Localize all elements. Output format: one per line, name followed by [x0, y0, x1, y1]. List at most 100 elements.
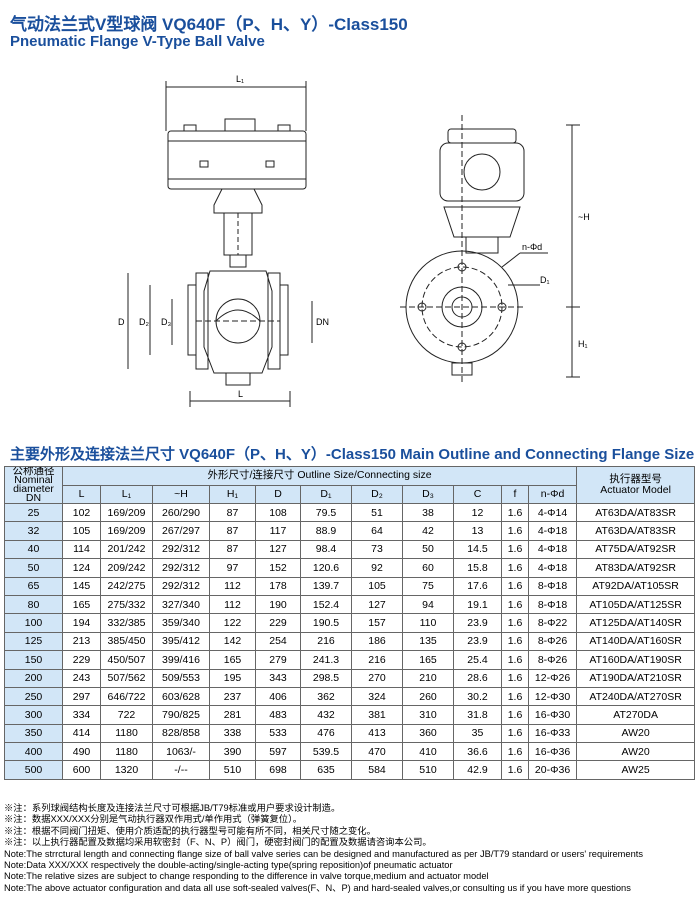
mounting-bracket	[213, 188, 263, 214]
table-cell: 327/340	[152, 594, 210, 615]
valve-body	[203, 270, 273, 374]
side-bracket	[443, 206, 521, 238]
table-cell: 4-Φ18	[527, 521, 578, 541]
table-cell: 117	[255, 521, 301, 541]
table-cell: 30.2	[453, 686, 502, 707]
table-cell: 332/385	[100, 613, 153, 633]
column-header: D	[255, 484, 301, 504]
table-cell: 533	[255, 723, 301, 744]
dim-label-h1: H₁	[578, 339, 588, 349]
valve-technical-drawing: L₁ L D D₂ D₃ DN ~H H₁	[118, 74, 590, 407]
column-header: n-Φd	[527, 484, 578, 504]
table-cell: 490	[62, 742, 101, 762]
table-cell: AT240DA/AT270SR	[576, 686, 696, 707]
table-cell: 97	[209, 558, 256, 578]
actuator-side-top	[447, 128, 517, 144]
note-line: ※注：数据XXX/XXX分别是气动执行器双作用式/单作用式（弹簧复位）。	[4, 814, 303, 825]
table-cell: 216	[351, 650, 403, 670]
table-cell: 28.6	[453, 668, 502, 688]
dim-label-l1: L₁	[236, 74, 244, 84]
table-cell: 237	[209, 686, 256, 707]
column-header: L₁	[100, 484, 153, 504]
column-header: D₁	[300, 484, 352, 504]
table-cell: AT270DA	[576, 705, 696, 725]
table-cell: 275/332	[100, 594, 153, 615]
dim-label-d3: D₃	[161, 317, 171, 327]
dn-cell: 65	[4, 576, 63, 596]
table-cell: 359/340	[152, 613, 210, 633]
table-cell: -/--	[152, 760, 210, 780]
table-cell: 92	[351, 558, 403, 578]
dn-cell: 25	[4, 502, 63, 523]
table-cell: 1.6	[501, 631, 529, 652]
table-cell: 281	[209, 705, 256, 725]
table-cell: 343	[255, 668, 301, 688]
table-cell: AT140DA/AT160SR	[576, 631, 696, 652]
table-cell: 51	[351, 502, 403, 523]
table-cell: 124	[62, 558, 101, 578]
dim-label-dn: DN	[316, 317, 329, 327]
table-cell: 1180	[100, 742, 153, 762]
table-cell: 190.5	[300, 613, 352, 633]
table-cell: 23.9	[453, 631, 502, 652]
table-cell: 790/825	[152, 705, 210, 725]
table-cell: 4-Φ18	[527, 539, 578, 560]
table-cell: 1.6	[501, 723, 529, 744]
note-line: ※注：系列球阀结构长度及连接法兰尺寸可根据JB/T79标准或用户要求设计制造。	[4, 803, 341, 813]
table-cell: 73	[351, 539, 403, 560]
table-cell: 406	[255, 686, 301, 707]
table-cell: 510	[209, 760, 256, 780]
table-cell: 142	[209, 631, 256, 652]
dim-label-d2: D₂	[139, 317, 149, 327]
table-cell: AW20	[576, 723, 696, 744]
table-cell: 1.6	[501, 650, 529, 670]
dn-cell: 500	[4, 760, 63, 780]
table-cell: 186	[351, 631, 403, 652]
table-cell: 260	[402, 686, 454, 707]
section-title: 主要外形及连接法兰尺寸 VQ640F（P、H、Y）-Class150 Main …	[10, 446, 695, 463]
table-cell: 201/242	[100, 539, 153, 560]
dim-label-nphid: n-Φd	[522, 242, 542, 252]
table-cell: 36.6	[453, 742, 502, 762]
dn-cell: 80	[4, 594, 63, 615]
table-cell: 1.6	[501, 742, 529, 762]
note-line: Note:The relative sizes are subject to c…	[4, 871, 489, 882]
table-cell: 210	[402, 668, 454, 688]
table-cell: 64	[351, 521, 403, 541]
note-line: ※注：以上执行器配置及数据均采用软密封（F、N、P）阀门，硬密封阀门的配置及数据…	[4, 837, 432, 848]
table-cell: 292/312	[152, 539, 210, 560]
table-cell: 8-Φ26	[527, 631, 578, 652]
table-cell: 38	[402, 502, 454, 523]
table-cell: 8-Φ22	[527, 613, 578, 633]
table-cell: 169/209	[100, 502, 153, 523]
notes: ※注：系列球阀结构长度及连接法兰尺寸可根据JB/T79标准或用户要求设计制造。※…	[4, 803, 698, 894]
bolt-hole	[497, 302, 507, 312]
table-cell: 410	[402, 742, 454, 762]
table-cell: 213	[62, 631, 101, 652]
table-cell: 483	[255, 705, 301, 725]
table-cell: 209/242	[100, 558, 153, 578]
table-cell: AT63DA/AT83SR	[576, 502, 696, 523]
table-cell: 152.4	[300, 594, 352, 615]
table-cell: AT83DA/AT92SR	[576, 558, 696, 578]
table-cell: 165	[62, 594, 101, 615]
table-cell: 8-Φ26	[527, 650, 578, 670]
table-cell: 539.5	[300, 742, 352, 762]
table-cell: 12-Φ26	[527, 668, 578, 688]
table-cell: 1.6	[501, 613, 529, 633]
table-cell: 229	[255, 613, 301, 633]
table-cell: 102	[62, 502, 101, 523]
table-cell: 600	[62, 760, 101, 780]
dim-label-h: ~H	[578, 212, 590, 222]
dn-cell: 400	[4, 742, 63, 762]
column-header: ~H	[152, 484, 210, 504]
table-cell: 15.8	[453, 558, 502, 578]
